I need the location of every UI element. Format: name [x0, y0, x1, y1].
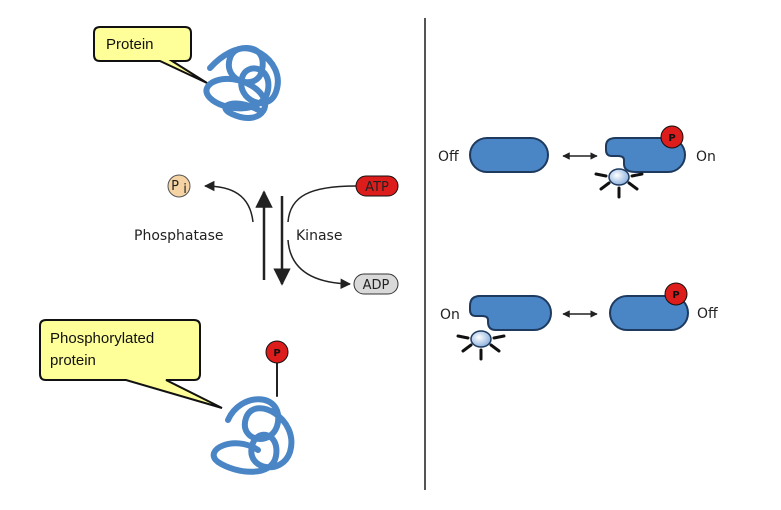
svg-text:i: i	[183, 182, 187, 197]
phosphate-icon-state-1: P	[660, 125, 684, 149]
svg-text:ADP: ADP	[363, 278, 390, 293]
svg-text:P: P	[672, 290, 679, 301]
active-protein-shape-2	[456, 295, 552, 361]
active-site-glow-icon-2	[456, 334, 506, 361]
phosphate-icon: P	[265, 340, 289, 364]
active-site-glow-icon	[594, 172, 644, 199]
state-on-label-1: On	[696, 149, 716, 165]
protein-callout: Protein	[93, 26, 208, 84]
phosphate-icon-state-2: P	[664, 282, 688, 306]
svg-text:P: P	[668, 133, 675, 144]
protein-tangle-icon	[203, 45, 281, 121]
svg-text:ATP: ATP	[365, 180, 389, 195]
phosphorylated-label-line2: protein	[50, 352, 96, 369]
svg-text:P: P	[273, 348, 280, 359]
phosphatase-arrow	[203, 180, 273, 280]
inactive-protein-shape-1	[469, 137, 549, 173]
adp-badge: ADP	[353, 273, 399, 295]
inactive-protein-shape-2	[609, 295, 689, 331]
state-off-label-1: Off	[438, 149, 459, 165]
svg-text:P: P	[171, 179, 179, 194]
state-off-label-2: Off	[697, 306, 718, 322]
phosphorylated-protein-tangle-icon	[210, 361, 295, 475]
protein-label: Protein	[106, 36, 154, 53]
atp-badge: ATP	[355, 175, 399, 197]
active-protein-shape-1	[594, 137, 686, 199]
phosphorylated-label-line1: Phosphorylated	[50, 330, 154, 347]
phosphatase-label: Phosphatase	[134, 228, 224, 244]
phosphorylated-protein-callout: Phosphorylated protein	[39, 319, 223, 409]
kinase-label: Kinase	[296, 228, 342, 244]
state-on-label-2: On	[440, 307, 460, 323]
inorganic-phosphate-icon: P i	[167, 174, 191, 198]
kinase-arrow	[273, 185, 357, 290]
